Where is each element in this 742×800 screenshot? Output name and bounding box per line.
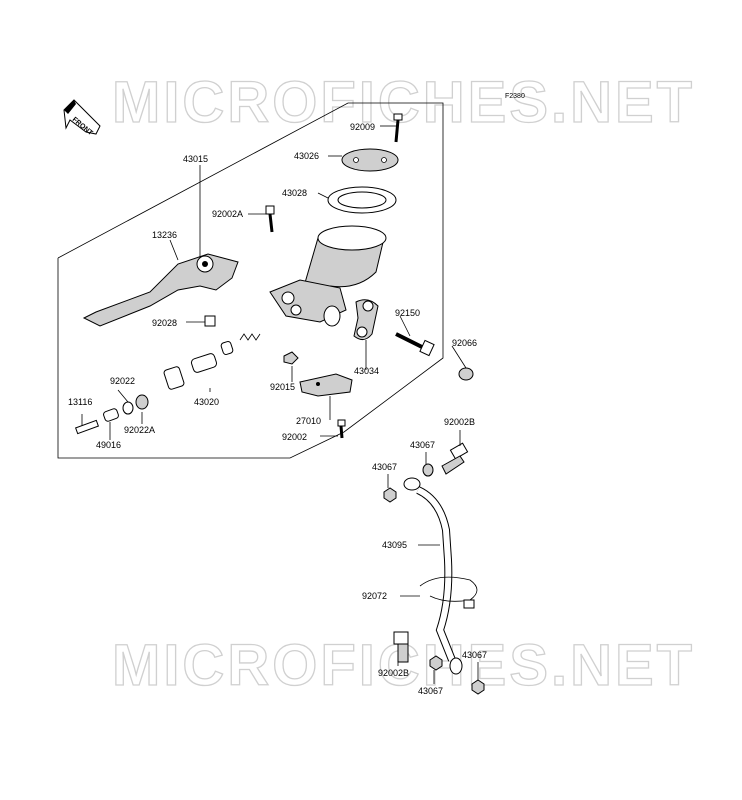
label-43067-a: 43067 xyxy=(410,440,435,450)
adjuster-parts xyxy=(74,394,149,435)
label-92022A: 92022A xyxy=(124,425,155,435)
label-92015: 92015 xyxy=(270,382,295,392)
label-92066: 92066 xyxy=(452,338,477,348)
front-arrow-icon: FRONT xyxy=(63,99,101,137)
label-49016: 49016 xyxy=(96,440,121,450)
label-92150: 92150 xyxy=(395,308,420,318)
label-43028: 43028 xyxy=(282,188,307,198)
switch-screw-part xyxy=(337,419,346,439)
pivot-bushing-part xyxy=(204,315,216,327)
watermark-top: MICROFICHES.NET xyxy=(112,70,695,135)
label-43095: 43095 xyxy=(382,540,407,550)
label-92009: 92009 xyxy=(350,122,375,132)
label-13236: 13236 xyxy=(152,230,177,240)
label-43034: 43034 xyxy=(354,366,379,376)
clamp-bolt-part xyxy=(395,332,435,357)
nut-part xyxy=(283,351,299,365)
label-43015: 43015 xyxy=(183,154,208,164)
label-43067-c: 43067 xyxy=(418,686,443,696)
assembly-box xyxy=(57,102,444,459)
washer-c-part xyxy=(429,655,443,671)
label-92072: 92072 xyxy=(362,591,387,601)
bolt-cap-part xyxy=(458,367,474,381)
label-92002: 92002 xyxy=(282,432,307,442)
leader-lines xyxy=(81,125,479,684)
switch-part xyxy=(299,373,353,397)
label-92022: 92022 xyxy=(110,376,135,386)
banjo-bolt-bottom-part xyxy=(393,631,409,663)
washer-a-part xyxy=(422,463,434,477)
figure-code: F2380 xyxy=(505,93,525,100)
part-labels: 92009 43026 43015 43028 92002A 13236 920… xyxy=(68,122,487,696)
piston-kit-part xyxy=(163,333,261,390)
bleeder-screw-part xyxy=(265,205,275,233)
label-43026: 43026 xyxy=(294,151,319,161)
label-92002B-bottom: 92002B xyxy=(378,668,409,678)
clamp-part xyxy=(353,299,379,340)
label-43067-d: 43067 xyxy=(462,650,487,660)
washer-b-part xyxy=(383,487,397,503)
reservoir-cap-part xyxy=(341,148,399,172)
label-92002B-top: 92002B xyxy=(444,417,475,427)
label-43067-b: 43067 xyxy=(372,462,397,472)
diaphragm-part xyxy=(327,186,397,214)
lever-part xyxy=(82,253,239,327)
cap-screw-part xyxy=(393,113,403,143)
label-92028: 92028 xyxy=(152,318,177,328)
hose-clamp-part xyxy=(419,576,478,609)
master-cylinder-body-part xyxy=(269,225,387,327)
label-13116: 13116 xyxy=(68,397,92,407)
label-27010: 27010 xyxy=(296,416,321,426)
label-43020: 43020 xyxy=(194,397,219,407)
brake-hose-part xyxy=(403,477,463,675)
label-92002A: 92002A xyxy=(212,209,243,219)
banjo-bolt-top-part xyxy=(441,442,469,475)
